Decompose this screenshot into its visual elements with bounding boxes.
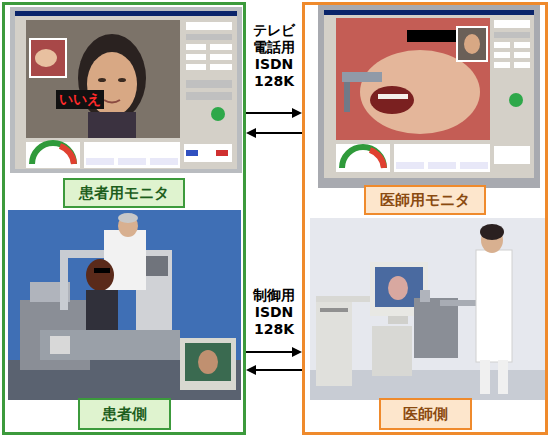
region-heading: 医師側 [379,398,472,430]
link-arrow [246,128,302,138]
patient-monitor-screen [10,7,242,173]
arrow-head [292,347,302,357]
link-line [255,369,302,371]
link-arrow [246,365,302,375]
patient-side-photo [8,210,241,400]
arrow-head [292,108,302,118]
arrow-head [246,365,256,375]
link-arrow [246,108,302,118]
link-line [255,132,302,134]
link-arrow [246,347,302,357]
link-line [246,112,293,114]
link-label: テレビ 電話用 ISDN 128K [249,22,299,90]
arrow-head [246,128,256,138]
link-line [246,351,293,353]
doctor-side-photo [310,218,546,400]
doctor-monitor-screen [318,4,540,188]
monitor-label: 患者用モニタ [79,184,169,202]
side-region: 患者側患者用モニタ [2,2,246,435]
screen-caption: いいえ [56,90,104,109]
link-label: 制御用 ISDN 128K [249,287,299,338]
monitor-label: 医師用モニタ [380,191,470,209]
monitor-label-box: 医師用モニタ [364,185,486,215]
region-heading: 患者側 [78,398,171,430]
monitor-label-box: 患者用モニタ [63,178,185,208]
side-region: 医師側医師用モニタ [302,2,548,435]
